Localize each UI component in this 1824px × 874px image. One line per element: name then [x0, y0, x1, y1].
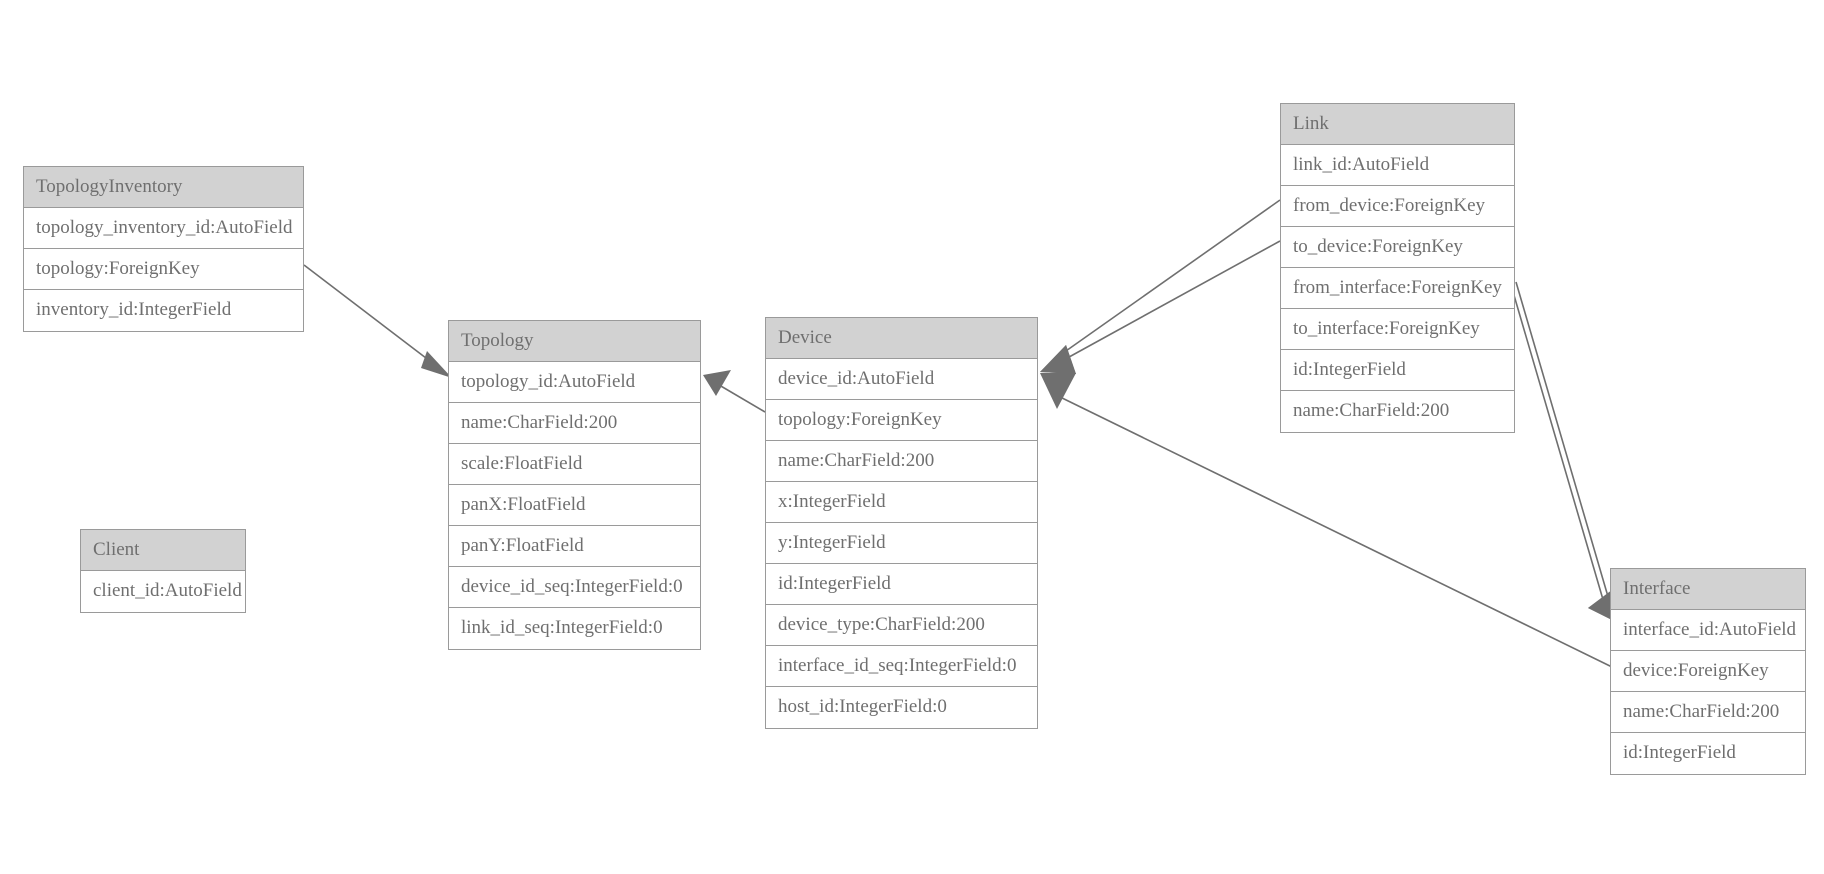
- entity-field: name:CharField:200: [449, 403, 700, 444]
- relation-link-to-interface: [1510, 284, 1616, 622]
- entity-field: device:ForeignKey: [1611, 651, 1805, 692]
- entity-field: to_interface:ForeignKey: [1281, 309, 1514, 350]
- entity-field: host_id:IntegerField:0: [766, 687, 1037, 728]
- entity-field: y:IntegerField: [766, 523, 1037, 564]
- entity-field: id:IntegerField: [1611, 733, 1805, 774]
- entity-field: device_type:CharField:200: [766, 605, 1037, 646]
- entity-field: link_id_seq:IntegerField:0: [449, 608, 700, 649]
- entity-field: interface_id:AutoField: [1611, 610, 1805, 651]
- relation-link-to-device: [1040, 240, 1281, 374]
- entity-title-interface: Interface: [1611, 569, 1805, 610]
- entity-field: topology_id:AutoField: [449, 362, 700, 403]
- entity-field: id:IntegerField: [1281, 350, 1514, 391]
- entity-title-link: Link: [1281, 104, 1514, 145]
- entity-field: panX:FloatField: [449, 485, 700, 526]
- entity-title-topology: Topology: [449, 321, 700, 362]
- entity-field: client_id:AutoField: [81, 571, 245, 612]
- entity-field: name:CharField:200: [766, 441, 1037, 482]
- entity-field: topology_inventory_id:AutoField: [24, 208, 303, 249]
- relation-topologyinventory-topology: [303, 264, 452, 378]
- relation-link-from-device: [1040, 199, 1281, 374]
- entity-field: name:CharField:200: [1281, 391, 1514, 432]
- entity-field: interface_id_seq:IntegerField:0: [766, 646, 1037, 687]
- entity-field: device_id:AutoField: [766, 359, 1037, 400]
- entity-field: topology:ForeignKey: [24, 249, 303, 290]
- entity-field: topology:ForeignKey: [766, 400, 1037, 441]
- entity-field: to_device:ForeignKey: [1281, 227, 1514, 268]
- entity-field: scale:FloatField: [449, 444, 700, 485]
- entity-field: name:CharField:200: [1611, 692, 1805, 733]
- entity-field: inventory_id:IntegerField: [24, 290, 303, 331]
- entity-field: from_device:ForeignKey: [1281, 186, 1514, 227]
- entity-title-client: Client: [81, 530, 245, 571]
- relation-device-topology: [703, 370, 766, 413]
- entity-title-topologyinventory: TopologyInventory: [24, 167, 303, 208]
- entity-field: id:IntegerField: [766, 564, 1037, 605]
- entity-field: device_id_seq:IntegerField:0: [449, 567, 700, 608]
- entity-field: panY:FloatField: [449, 526, 700, 567]
- entity-title-device: Device: [766, 318, 1037, 359]
- entity-field: x:IntegerField: [766, 482, 1037, 523]
- relation-link-from-interface: [1515, 281, 1616, 622]
- entity-field: link_id:AutoField: [1281, 145, 1514, 186]
- entity-field: from_interface:ForeignKey: [1281, 268, 1514, 309]
